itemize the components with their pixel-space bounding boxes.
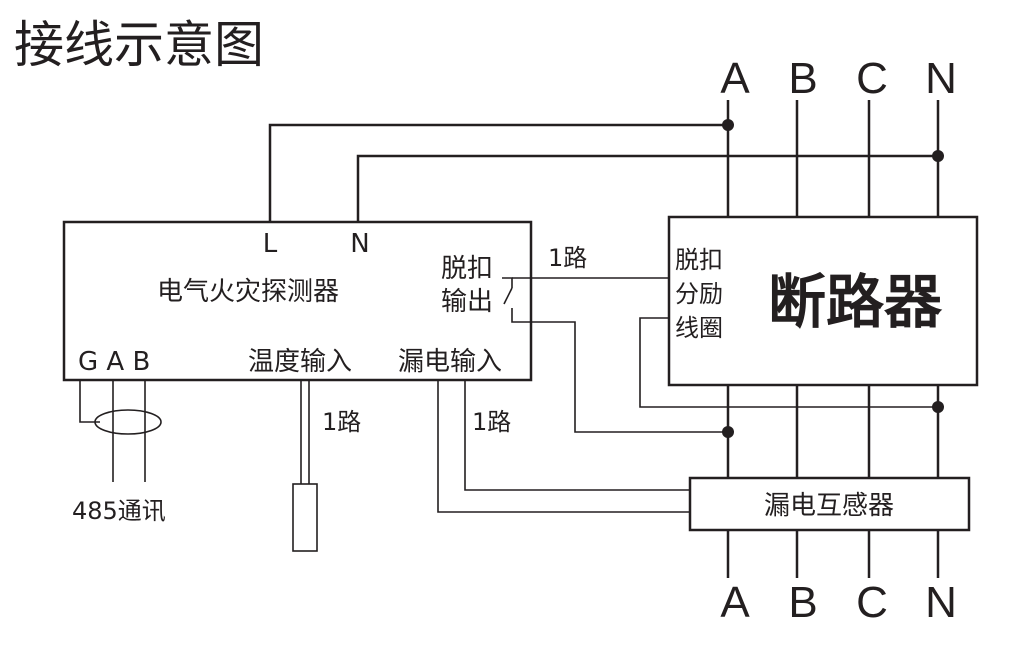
comm-label: 485通讯 — [72, 497, 166, 525]
detector-box — [62, 220, 533, 382]
temp-route-label: 1路 — [322, 408, 361, 436]
detector-n-label: N — [350, 229, 369, 259]
phase-bottom-n: N — [925, 578, 957, 627]
rs485-wires — [79, 380, 162, 482]
temp-input-label: 温度输入 — [248, 347, 352, 377]
shunt-label-1: 脱扣 — [675, 246, 723, 274]
leak-wires — [437, 380, 690, 513]
detector-l-label: L — [263, 229, 278, 259]
breaker-name: 断路器 — [768, 268, 943, 336]
ct-box — [688, 476, 971, 532]
shunt-return-wire — [639, 317, 938, 408]
page-title: 接线示意图 — [14, 16, 264, 74]
phase-top-n: N — [925, 54, 957, 103]
junction-n — [932, 150, 944, 162]
temperature-sensor — [292, 380, 318, 552]
phase-top-c: C — [856, 54, 888, 103]
phase-top-b: B — [788, 54, 817, 103]
junction-trip-a — [722, 426, 734, 438]
leak-input-label: 漏电输入 — [398, 347, 502, 377]
trip-output-label-1: 脱扣 — [441, 254, 493, 284]
trip-output-label-2: 输出 — [441, 287, 493, 317]
detector-power-wires — [268, 123, 938, 222]
detector-name: 电气火灾探测器 — [157, 277, 339, 307]
phase-top-a: A — [720, 54, 750, 103]
phase-bottom-b: B — [788, 578, 817, 627]
junction-l — [722, 119, 734, 131]
phase-bottom-a: A — [720, 578, 750, 627]
gab-label: G A B — [78, 347, 150, 377]
trip-route-label: 1路 — [548, 244, 587, 272]
shunt-label-3: 线圈 — [675, 314, 723, 342]
junction-shunt-n — [932, 401, 944, 413]
breaker-box — [667, 215, 979, 387]
leak-route-label: 1路 — [472, 408, 511, 436]
phase-bottom-c: C — [856, 578, 888, 627]
ct-name: 漏电互感器 — [764, 491, 894, 521]
shunt-label-2: 分励 — [675, 280, 723, 308]
